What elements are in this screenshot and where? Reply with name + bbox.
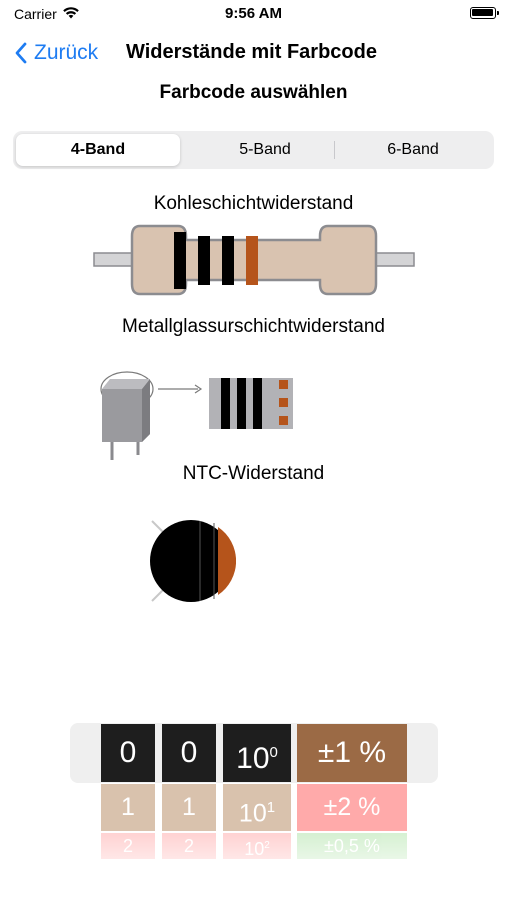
band-2-black	[198, 236, 210, 285]
ntc-resistor-illustration	[150, 520, 236, 602]
tolerance-option[interactable]: ±2 %	[297, 784, 407, 831]
wifi-icon	[62, 6, 80, 23]
metal-resistor-label: Metallglassurschichtwiderstand	[122, 316, 385, 337]
carbon-resistor-illustration	[93, 224, 415, 296]
band-2-option[interactable]: 2	[162, 833, 216, 859]
multiplier-selected[interactable]: 100	[223, 724, 291, 782]
section-title: Farbcode auswählen	[159, 82, 348, 103]
battery-icon	[470, 7, 499, 19]
band-1-option[interactable]: 2	[101, 833, 155, 859]
metal-resistor-illustration	[100, 371, 293, 460]
page-title: Widerstände mit Farbcode	[126, 41, 377, 63]
segment-6-band[interactable]: 6-Band	[387, 141, 439, 158]
band-4-brown	[246, 236, 258, 285]
chevron-left-icon	[15, 42, 27, 64]
band-1-selected[interactable]: 0	[101, 724, 155, 782]
ntc-resistor-label: NTC-Widerstand	[182, 463, 325, 484]
segment-5-band[interactable]: 5-Band	[239, 141, 291, 158]
band-1-black	[174, 232, 186, 289]
tolerance-selected[interactable]: ±1 %	[297, 724, 407, 782]
segment-divider	[334, 141, 335, 159]
back-button-label: Zurück	[34, 41, 99, 64]
status-time: 9:56 AM	[225, 5, 282, 22]
band-1-option[interactable]: 1	[101, 784, 155, 831]
multiplier-option[interactable]: 102	[223, 833, 291, 859]
band-2-option[interactable]: 1	[162, 784, 216, 831]
band-2-selected[interactable]: 0	[162, 724, 216, 782]
status-bar: Carrier 9:56 AM	[0, 0, 507, 28]
band-segmented-control: 4-Band 5-Band 6-Band	[13, 131, 494, 169]
multiplier-option[interactable]: 101	[223, 784, 291, 831]
carbon-resistor-label: Kohleschichtwiderstand	[153, 193, 354, 214]
segment-4-band[interactable]: 4-Band	[16, 134, 180, 166]
band-3-black	[222, 236, 234, 285]
carrier-label: Carrier	[14, 6, 57, 22]
tolerance-option[interactable]: ±0,5 %	[297, 833, 407, 859]
back-button[interactable]: Zurück	[14, 38, 98, 68]
